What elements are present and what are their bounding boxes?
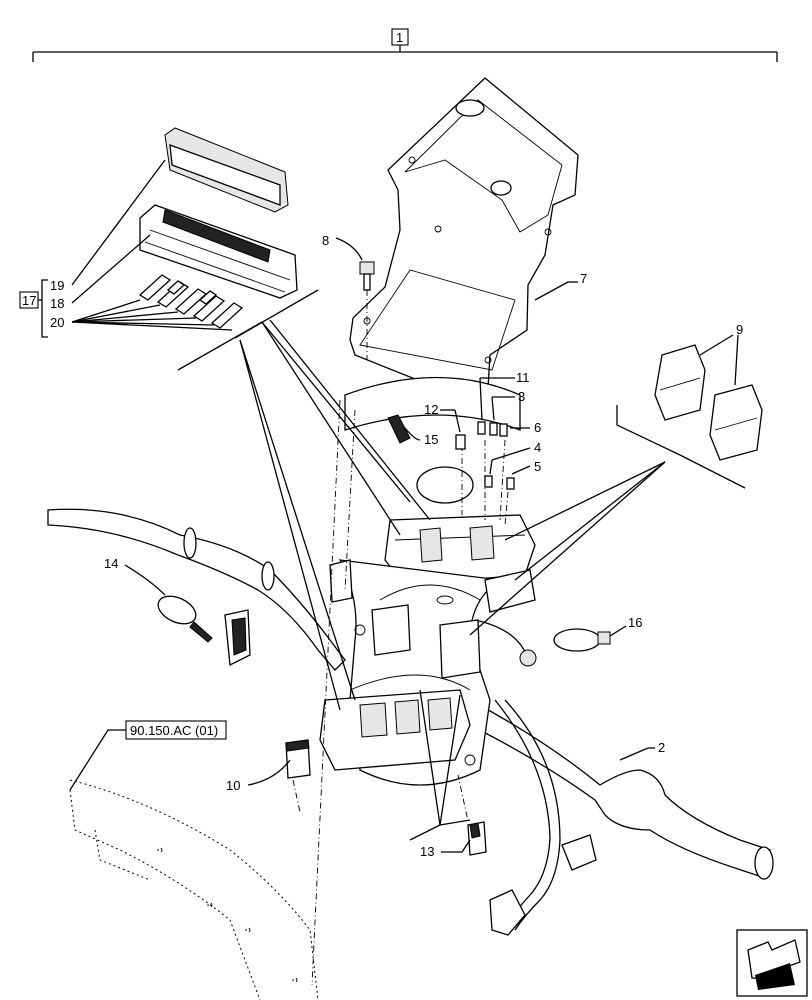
callout-2[interactable]: 2: [658, 740, 665, 755]
callout-11[interactable]: 11: [516, 370, 530, 385]
callout-19[interactable]: 19: [50, 278, 64, 293]
central-relay-block: [319, 376, 536, 786]
leader-lines: [239, 319, 471, 841]
callout-5[interactable]: 5: [534, 459, 541, 474]
mounting-plate: 7: [349, 77, 587, 389]
fuse-box-parts: 17 19 18 20: [19, 127, 319, 371]
assembly-bracket: 1: [32, 28, 778, 62]
callout-10[interactable]: 10: [226, 778, 240, 793]
wiring-harness: 2: [47, 508, 774, 936]
mini-fuses: 11 3 12 6 4 5: [424, 370, 541, 490]
fuse-puller: 15: [387, 414, 438, 447]
callout-13[interactable]: 13: [420, 844, 434, 859]
callout-18[interactable]: 18: [50, 296, 64, 311]
callout-1[interactable]: 1: [396, 30, 403, 45]
bolt: 8: [322, 233, 375, 291]
connector-13: 13: [420, 821, 487, 859]
callout-17[interactable]: 17: [22, 293, 36, 308]
reference-label[interactable]: 90.150.AC (01): [130, 723, 218, 738]
callout-7[interactable]: 7: [580, 271, 587, 286]
cable-tie-14: 14: [104, 556, 213, 643]
callout-6[interactable]: 6: [534, 420, 541, 435]
callout-9[interactable]: 9: [736, 322, 743, 337]
callout-3[interactable]: 3: [518, 389, 525, 404]
cable-tie-16: 16: [553, 615, 642, 652]
next-page-arrow-icon[interactable]: [736, 929, 808, 997]
terminals: [138, 274, 244, 329]
callout-12[interactable]: 12: [424, 402, 438, 417]
relays: 9: [469, 322, 763, 636]
callout-16[interactable]: 16: [628, 615, 642, 630]
assembly-lines: [292, 290, 509, 986]
reference-section: 90.150.AC (01): [69, 720, 319, 1000]
callout-8[interactable]: 8: [322, 233, 329, 248]
callout-20[interactable]: 20: [50, 315, 64, 330]
callout-15[interactable]: 15: [424, 432, 438, 447]
relay-10: 10: [226, 739, 311, 793]
callout-14[interactable]: 14: [104, 556, 118, 571]
callout-4[interactable]: 4: [534, 440, 541, 455]
